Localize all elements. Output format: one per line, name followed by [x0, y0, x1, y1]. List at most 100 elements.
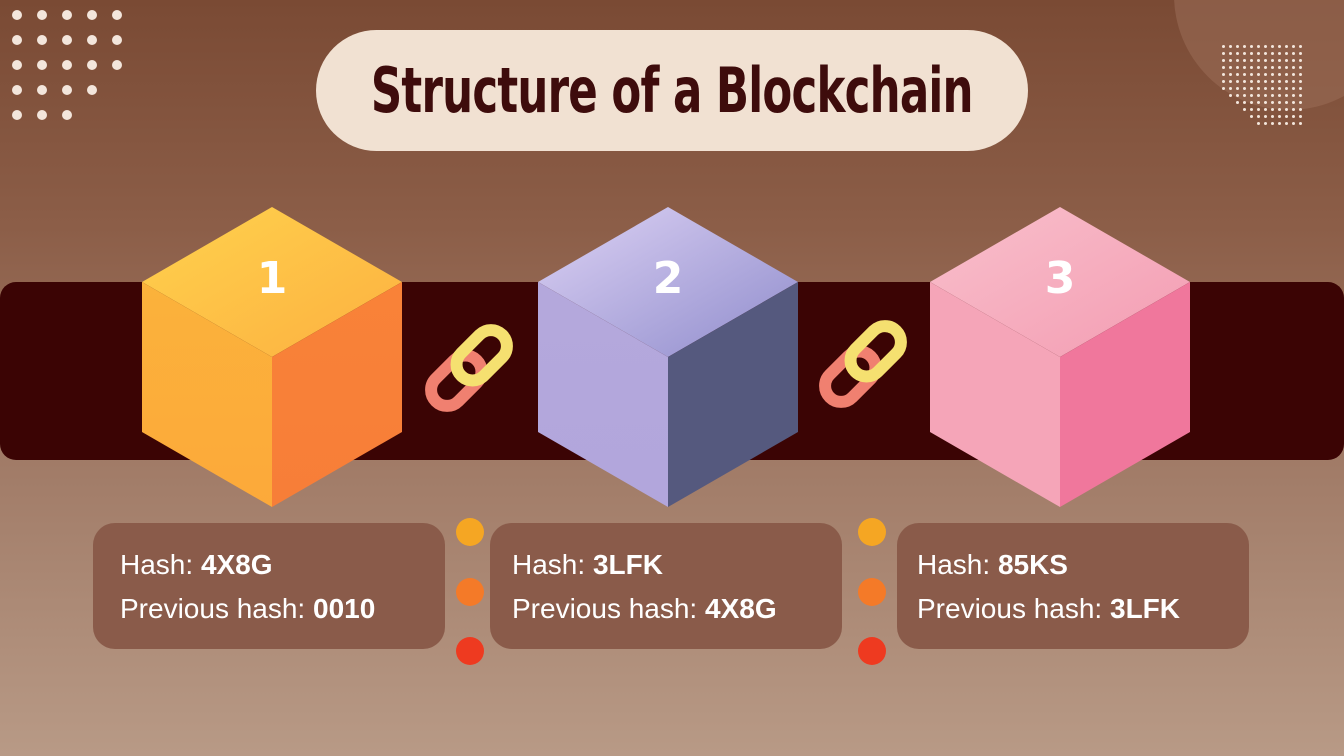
decor-dot [12, 10, 22, 20]
decor-dot [1222, 87, 1225, 90]
decor-dot [1292, 94, 1295, 97]
block-3-hash-line: Hash: 85KS [917, 549, 1068, 580]
decor-dot [1285, 122, 1288, 125]
block-2-hash-line: Hash: 3LFK [512, 549, 663, 580]
block-1-prev-hash: 0010 [313, 593, 376, 624]
decor-dot [37, 110, 47, 120]
decor-dot [1250, 52, 1253, 55]
decor-dot [1236, 45, 1239, 48]
decor-dot [1257, 122, 1260, 125]
decor-dot [1285, 73, 1288, 76]
decor-dot [87, 10, 97, 20]
block-1-hash: 4X8G [200, 549, 273, 580]
decor-dot [1278, 87, 1281, 90]
block-3-cube: 3 [930, 207, 1190, 507]
decor-dot [1292, 80, 1295, 83]
decor-dot [1278, 59, 1281, 62]
decor-dot [1257, 115, 1260, 118]
decor-dot [1257, 101, 1260, 104]
decor-dot [1264, 73, 1267, 76]
decor-dot [1299, 115, 1302, 118]
decor-dot [1250, 66, 1253, 69]
decor-dot [1257, 52, 1260, 55]
decor-dot [1285, 80, 1288, 83]
decor-dot [87, 60, 97, 70]
decor-dot [1257, 80, 1260, 83]
decor-dot [1271, 45, 1274, 48]
decor-dot [1292, 59, 1295, 62]
decor-dot [1257, 108, 1260, 111]
decor-dot [62, 110, 72, 120]
decor-dot [1250, 94, 1253, 97]
decor-dot [112, 35, 122, 45]
decor-dot [1229, 59, 1232, 62]
block-1-info: Hash: 4X8G Previous hash: 0010 [93, 523, 445, 649]
decor-dot [1285, 115, 1288, 118]
decor-dot [1271, 80, 1274, 83]
connector-dot [456, 637, 484, 665]
decor-dot [1271, 73, 1274, 76]
decor-dot [12, 85, 22, 95]
decor-dot [1264, 52, 1267, 55]
connector-dot [858, 637, 886, 665]
decor-dot [1299, 122, 1302, 125]
decor-dot [1243, 59, 1246, 62]
decor-dot [1299, 80, 1302, 83]
decor-dot [1250, 108, 1253, 111]
block-2-hash: 3LFK [592, 549, 663, 580]
decor-dot [1243, 80, 1246, 83]
decor-dot [37, 85, 47, 95]
decor-dot [1299, 45, 1302, 48]
block-2-cube: 2 [538, 207, 798, 507]
decor-dot [1292, 87, 1295, 90]
block-3-info: Hash: 85KS Previous hash: 3LFK [897, 523, 1249, 649]
decor-dot [1292, 115, 1295, 118]
decor-dot [12, 110, 22, 120]
decor-dot [1271, 122, 1274, 125]
block-2-prev-hash: 4X8G [705, 593, 777, 624]
decor-dot [1229, 94, 1232, 97]
decor-dot [1257, 87, 1260, 90]
decor-dot [1292, 52, 1295, 55]
decor-dot [1271, 87, 1274, 90]
decor-dot [1257, 66, 1260, 69]
decor-dot [1299, 101, 1302, 104]
decor-dot [112, 60, 122, 70]
decor-dot [1250, 80, 1253, 83]
page-title: Structure of a Blockchain [371, 54, 974, 127]
decor-dot [1264, 87, 1267, 90]
block-3-number: 3 [1045, 253, 1076, 304]
decor-dot [37, 35, 47, 45]
decor-dot [1250, 101, 1253, 104]
decor-dot [1222, 80, 1225, 83]
decor-dot [1292, 108, 1295, 111]
decor-dot [1264, 94, 1267, 97]
decor-dot [1292, 73, 1295, 76]
decor-dot [1222, 45, 1225, 48]
decor-dot [1229, 80, 1232, 83]
decor-dot [12, 35, 22, 45]
decor-dot [1243, 101, 1246, 104]
decor-dot [1299, 73, 1302, 76]
decor-dot [1271, 101, 1274, 104]
decor-dot [12, 60, 22, 70]
decor-dot [1299, 94, 1302, 97]
decor-dot [1299, 108, 1302, 111]
decor-dot [1299, 87, 1302, 90]
decor-dot [1243, 73, 1246, 76]
decor-dot [1250, 45, 1253, 48]
decor-dot [1243, 66, 1246, 69]
decor-dot [1229, 87, 1232, 90]
decor-dot [1229, 45, 1232, 48]
block-3-prev-hash-line: Previous hash: 3LFK [917, 593, 1180, 624]
connector-dot [858, 578, 886, 606]
decor-dot [62, 85, 72, 95]
decor-dot [1264, 115, 1267, 118]
decor-dot [1236, 52, 1239, 55]
decor-dot [1278, 80, 1281, 83]
block-1-hash-line: Hash: 4X8G [120, 549, 273, 580]
decor-dot [62, 10, 72, 20]
decor-dot [1222, 73, 1225, 76]
decor-dot [1257, 94, 1260, 97]
decor-dot [1257, 73, 1260, 76]
